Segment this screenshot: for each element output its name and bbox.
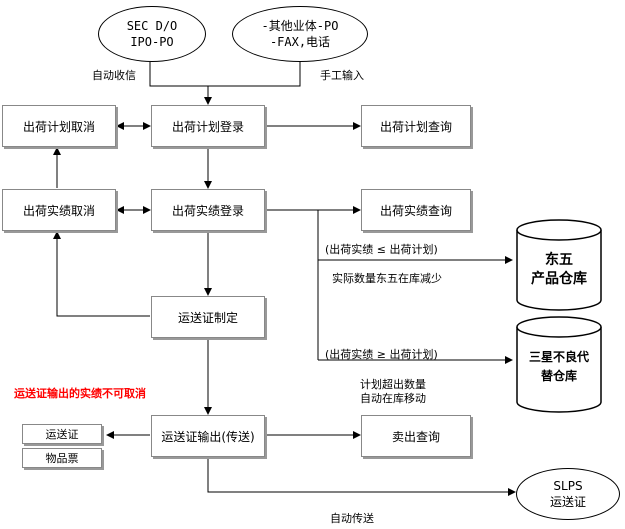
sec-source-oval: SEC D/O IPO-PO — [98, 6, 206, 62]
actual-cancel-box[interactable]: 出荷实绩取消 — [2, 189, 116, 231]
dongwu-warehouse-line1: 东五 — [545, 252, 573, 268]
line-sec-to-merge — [149, 62, 301, 87]
actual-query-box[interactable]: 出荷实绩查询 — [361, 189, 471, 231]
slps-line1: SLPS — [553, 479, 583, 493]
cond-less-note: 实际数量东五在库减少 — [332, 272, 442, 285]
other-source-line2: -FAX,电话 — [269, 35, 331, 49]
samsung-warehouse-cylinder — [516, 316, 602, 413]
samsung-warehouse-line2: 替仓库 — [540, 369, 577, 383]
auto-receive-label: 自动收信 — [92, 69, 136, 82]
other-source-line1: -其他业体-PO — [261, 19, 339, 33]
samsung-warehouse-line1: 三星不良代 — [528, 350, 589, 364]
arrow-to-slps — [207, 457, 516, 496]
transport-output-box[interactable]: 运送证输出(传送) — [151, 415, 265, 457]
plan-cancel-box[interactable]: 出荷计划取消 — [2, 105, 116, 147]
cond-more-label: (出荷实绩 ≥ 出荷计划) — [325, 348, 438, 361]
plan-register-box[interactable]: 出荷计划登录 — [151, 105, 265, 147]
actual-register-box[interactable]: 出荷实绩登录 — [151, 189, 265, 231]
sec-source-line1: SEC D/O — [126, 19, 178, 33]
samsung-warehouse-label: 三星不良代 替仓库 — [517, 348, 601, 386]
sales-query-box[interactable]: 卖出查询 — [361, 415, 471, 457]
transport-cert-doc: 运送证 — [22, 424, 102, 444]
dongwu-warehouse-cylinder — [516, 219, 602, 311]
sec-source-line2: IPO-PO — [130, 35, 174, 49]
auto-send-label: 自动传送 — [330, 512, 374, 525]
plan-query-box[interactable]: 出荷计划查询 — [361, 105, 471, 147]
transport-make-box[interactable]: 运送证制定 — [151, 296, 265, 338]
cond-more-note1: 计划超出数量 — [360, 378, 426, 391]
arrow-transport-to-actual-cancel — [53, 231, 150, 317]
cond-less-label: (出荷实绩 ≤ 出荷计划) — [325, 243, 438, 256]
cond-more-note2: 自动在库移动 — [360, 392, 426, 405]
warning-text: 运送证输出的实绩不可取消 — [14, 387, 146, 400]
dongwu-warehouse-line2: 产品仓库 — [531, 271, 587, 287]
goods-ticket-doc: 物品票 — [22, 448, 102, 468]
dongwu-warehouse-label: 东五 产品仓库 — [517, 251, 601, 289]
manual-input-label: 手工输入 — [320, 69, 364, 82]
slps-line2: 运送证 — [549, 495, 586, 509]
other-source-oval: -其他业体-PO -FAX,电话 — [232, 6, 368, 62]
slps-oval: SLPS 运送证 — [516, 468, 620, 520]
